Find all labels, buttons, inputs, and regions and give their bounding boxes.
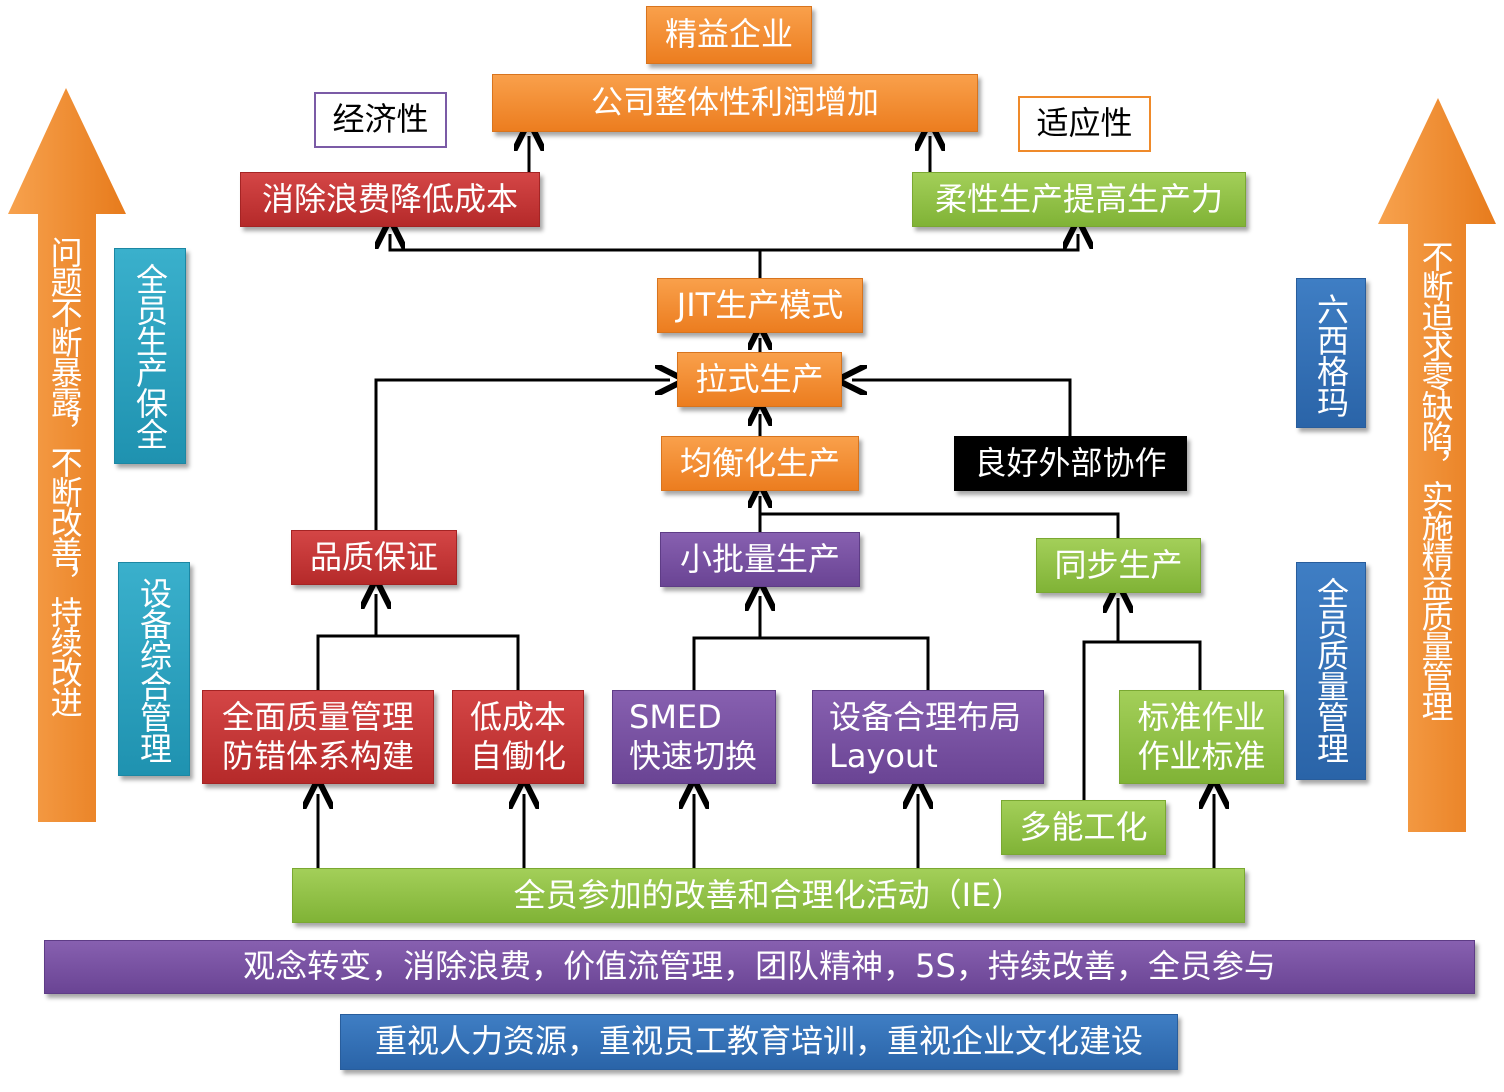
small-batch-box: 小批量生产: [660, 532, 860, 587]
left-arrow-text: 问题不断暴露，不断改善，持续改进: [45, 236, 84, 716]
jit-box: JIT生产模式: [657, 278, 863, 333]
equipment-management-box: 设备综合管理: [118, 562, 190, 776]
arrow-external-to-pull: [852, 380, 1072, 436]
layout-box: 设备合理布局 Layout: [812, 690, 1044, 784]
line-quality-methods: [316, 634, 520, 690]
standard-work-box: 标准作业 作业标准: [1119, 690, 1284, 784]
quality-assurance-box: 品质保证: [291, 530, 457, 585]
people-bar: 重视人力资源，重视员工教育培训，重视企业文化建设: [340, 1014, 1178, 1070]
tqm-box: 全面质量管理 防错体系构建: [202, 690, 434, 784]
profit-box: 公司整体性利润增加: [492, 74, 978, 132]
multi-skill-box: 多能工化: [1001, 800, 1166, 855]
lean-enterprise-box: 精益企业: [646, 6, 812, 64]
ie-activities-bar: 全员参加的改善和合理化活动（IE）: [292, 868, 1245, 923]
external-cooperation-box: 良好外部协作: [954, 436, 1187, 491]
arrow-jit-to-flexible: [760, 234, 1078, 252]
right-arrow-text: 不断追求零缺陷，实施精益质量管理: [1416, 240, 1455, 720]
right-up-arrow: [1378, 98, 1496, 832]
pull-production-box: 拉式生产: [677, 352, 842, 407]
left-up-arrow: [8, 88, 126, 822]
leveling-production-box: 均衡化生产: [661, 436, 859, 491]
six-sigma-box: 六西格玛: [1296, 278, 1366, 428]
line-sync-to-leveling: [760, 512, 1120, 538]
tpm-box: 全员生产保全: [114, 248, 186, 464]
line-sync-methods: [1082, 640, 1202, 800]
adaptability-label: 适应性: [1018, 96, 1151, 152]
sync-production-box: 同步生产: [1036, 538, 1201, 593]
smed-box: SMED 快速切换: [612, 690, 776, 784]
flexible-production-box: 柔性生产提高生产力: [912, 172, 1246, 227]
line-smallbatch-methods: [692, 636, 930, 690]
economy-label: 经济性: [314, 92, 447, 148]
arrow-jit-to-cost: [390, 234, 762, 278]
cost-reduction-box: 消除浪费降低成本: [240, 172, 540, 227]
arrow-quality-to-pull: [374, 380, 670, 530]
jidoka-box: 低成本 自働化: [452, 690, 584, 784]
total-quality-management-box: 全员质量管理: [1296, 562, 1366, 780]
culture-bar: 观念转变，消除浪费，价值流管理，团队精神，5S，持续改善，全员参与: [44, 940, 1475, 994]
